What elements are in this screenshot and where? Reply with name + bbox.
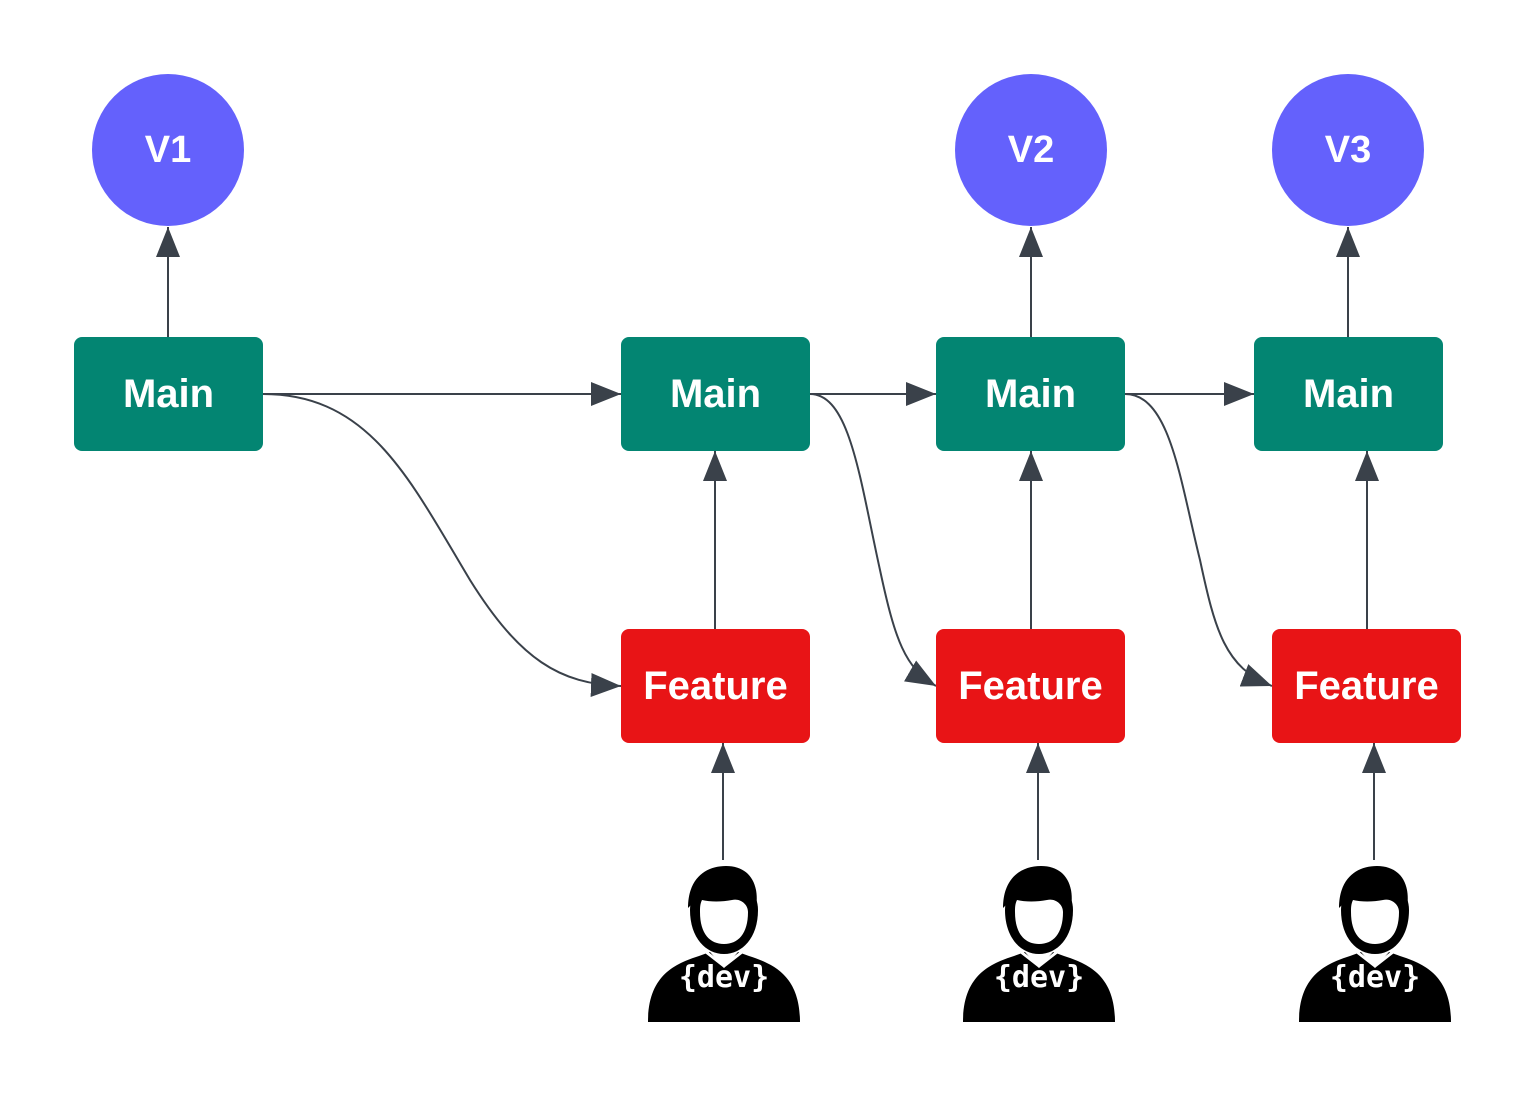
feature-node-2: Feature [936, 629, 1125, 743]
version-node-v1: V1 [92, 74, 244, 226]
dev-label: {dev} [1329, 960, 1421, 995]
developer-icon [963, 866, 1115, 1022]
branch-curve-main2-to-feature2 [809, 393, 937, 687]
feature-node-1: Feature [621, 629, 810, 743]
main-node-4: Main [1254, 337, 1443, 451]
developer-3: {dev} [1295, 856, 1455, 1026]
main-node-3: Main [936, 337, 1125, 451]
branch-curve-main1-to-feature1 [262, 393, 622, 697]
feature-node-3: Feature [1272, 629, 1461, 743]
main-node-2: Main [621, 337, 810, 451]
dev-label: {dev} [993, 960, 1085, 995]
branch-curve-main3-to-feature3 [1124, 393, 1273, 687]
version-node-v3: V3 [1272, 74, 1424, 226]
developer-icon [1299, 866, 1451, 1022]
version-node-v2: V2 [955, 74, 1107, 226]
main-node-1: Main [74, 337, 263, 451]
dev-label: {dev} [678, 960, 770, 995]
developer-1: {dev} [644, 856, 804, 1026]
developer-2: {dev} [959, 856, 1119, 1026]
developer-icon [648, 866, 800, 1022]
